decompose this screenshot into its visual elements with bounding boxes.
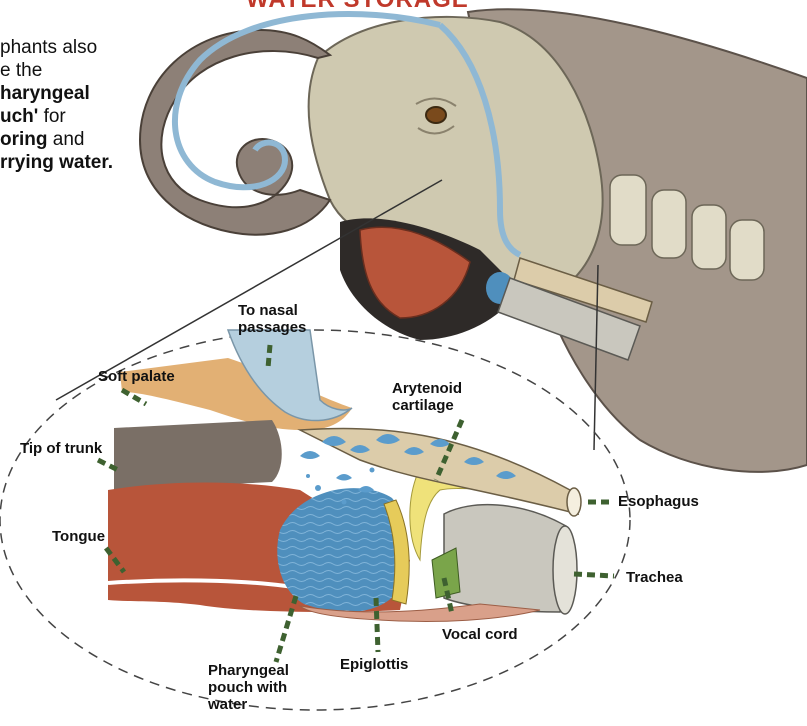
leader-trachea <box>574 574 614 576</box>
intro-line-1: phants also <box>0 36 113 59</box>
label-to-nasal-line2: passages <box>238 319 306 336</box>
label-to-nasal-line1: To nasal <box>238 302 306 319</box>
label-pharyngeal-pouch: Pharyngeal pouch with water <box>208 662 289 713</box>
trunk-tip-shape <box>114 420 282 490</box>
intro-line-3: haryngeal <box>0 82 113 105</box>
eye-icon <box>426 107 446 123</box>
intro-line-5: oring and <box>0 128 113 151</box>
label-epiglottis: Epiglottis <box>340 656 408 673</box>
elephant-trunk <box>140 30 330 235</box>
vocal-cord-shape <box>432 548 460 598</box>
intro-line-2: e the <box>0 59 113 82</box>
label-arytenoid-line2: cartilage <box>392 397 462 414</box>
label-arytenoid-cartilage: Arytenoid cartilage <box>392 380 462 414</box>
inset-detail <box>108 330 581 622</box>
intro-line-4: uch' for <box>0 105 113 128</box>
intro-line-6: rrying water. <box>0 151 113 174</box>
label-trachea: Trachea <box>626 569 683 586</box>
diagram-title: WATER STORAGE <box>246 0 469 14</box>
label-soft-palate: Soft palate <box>98 368 175 385</box>
label-pouch-line2: pouch with <box>208 679 289 696</box>
trachea-opening <box>553 526 577 614</box>
label-to-nasal-passages: To nasal passages <box>238 302 306 336</box>
trachea-shape <box>444 505 566 612</box>
label-tip-of-trunk: Tip of trunk <box>20 440 102 457</box>
label-pouch-line3: water <box>208 696 289 713</box>
label-vocal-cord: Vocal cord <box>442 626 518 643</box>
label-tongue: Tongue <box>52 528 105 545</box>
label-esophagus: Esophagus <box>618 493 699 510</box>
label-arytenoid-line1: Arytenoid <box>392 380 462 397</box>
label-pouch-line1: Pharyngeal <box>208 662 289 679</box>
esophagus-opening <box>567 488 581 516</box>
intro-text: phants also e the haryngeal uch' for ori… <box>0 36 113 174</box>
